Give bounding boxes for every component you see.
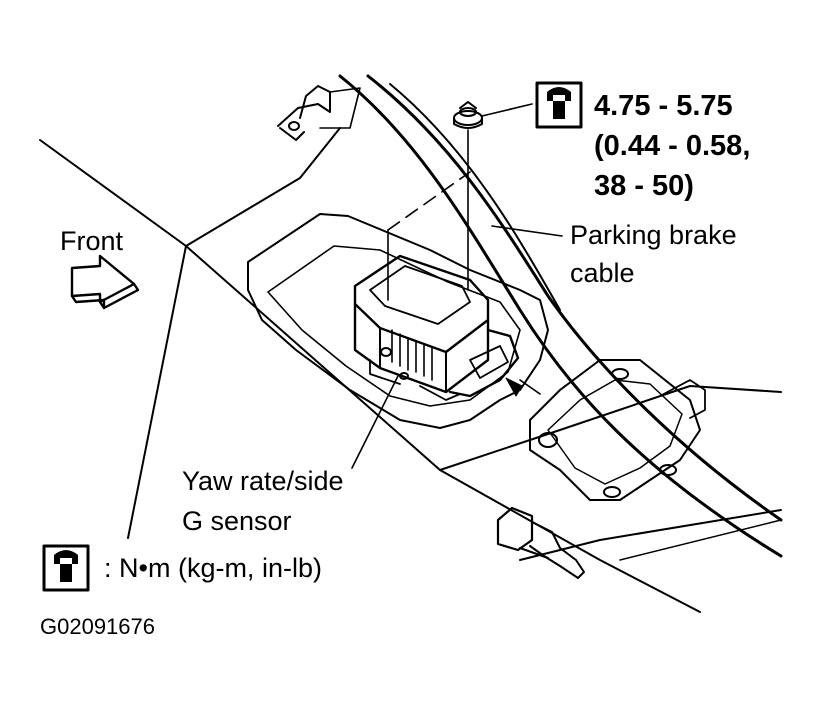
torque-spec-line3: 38 - 50)	[594, 170, 694, 202]
top-bracket	[277, 85, 361, 141]
mounting-bracket	[247, 213, 549, 429]
floor-panel	[39, 127, 782, 613]
parking-brake-cable	[338, 74, 783, 558]
leader-lines	[351, 103, 563, 469]
connector-arrowhead	[505, 377, 523, 397]
figure-id: G02091676	[40, 614, 155, 639]
legend-units-text: : N•m (kg-m, in-lb)	[104, 553, 322, 583]
torque-spec-line1: 4.75 - 5.75	[594, 90, 733, 122]
sensor-label-line2: G sensor	[182, 506, 292, 536]
yaw-rate-sensor	[353, 254, 520, 401]
parking-brake-label-line1: Parking brake	[570, 220, 737, 250]
front-arrow-icon	[70, 254, 140, 310]
front-label: Front	[60, 226, 124, 256]
sensor-label-line1: Yaw rate/side	[182, 466, 344, 496]
stud-centerlines	[387, 129, 471, 301]
torque-wrench-icon	[535, 81, 583, 129]
harness-connector	[496, 506, 585, 579]
parking-brake-label-line2: cable	[570, 258, 635, 288]
torque-spec-line2: (0.44 - 0.58,	[594, 130, 751, 162]
legend-torque-wrench-icon	[42, 544, 90, 592]
mounting-nut	[453, 101, 483, 129]
